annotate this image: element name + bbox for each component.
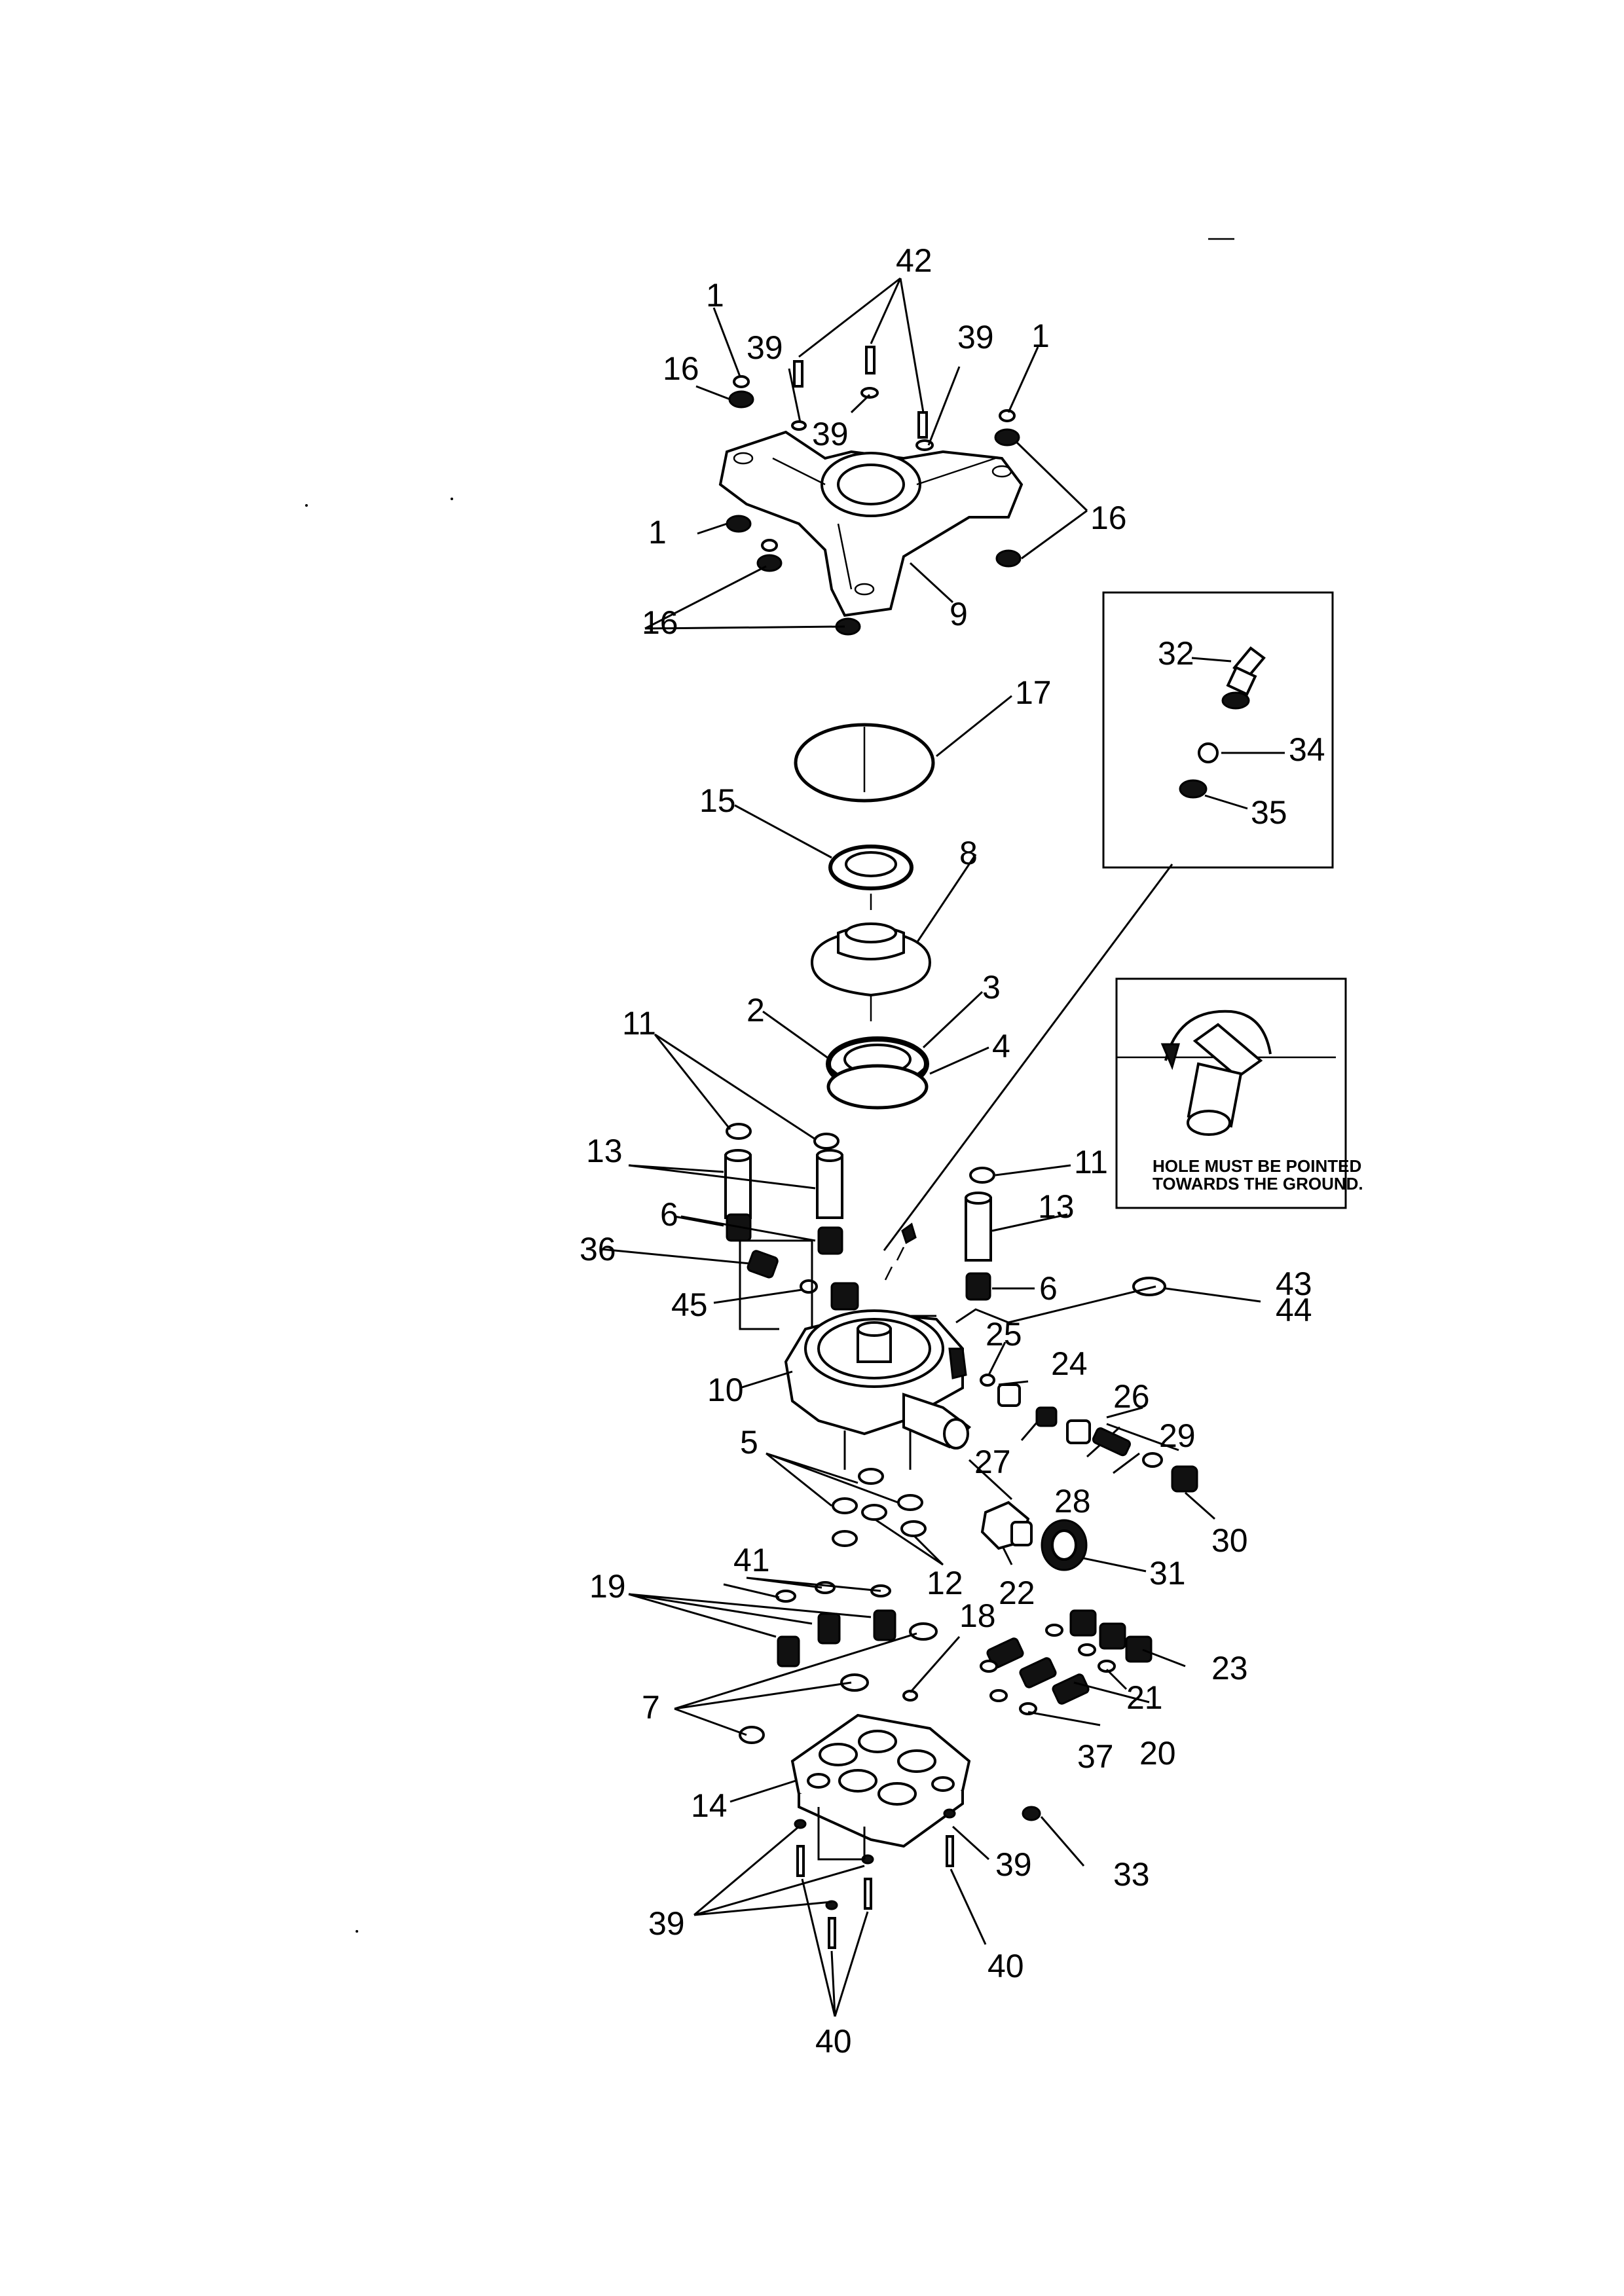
callout-28: 28 (1054, 1483, 1091, 1520)
callout-14: 14 (691, 1787, 728, 1824)
manifold-head (790, 1713, 1041, 1848)
flange-bore-inner (837, 464, 905, 505)
callout-3: 3 (982, 969, 1001, 1006)
leader-lines-top (644, 277, 1088, 630)
callout-11a: 11 (622, 1005, 656, 1042)
callout-7: 7 (642, 1689, 660, 1726)
callout-labels: 42 39 39 39 1 1 16 16 1 16 9 17 15 8 32 … (580, 242, 1325, 2060)
callout-23: 23 (1211, 1650, 1248, 1686)
callout-22: 22 (999, 1575, 1035, 1611)
callout-1c: 1 (648, 514, 667, 551)
right-valves (980, 1609, 1153, 1715)
callout-15: 15 (699, 782, 736, 819)
callout-2: 2 (747, 992, 765, 1029)
callout-16c: 16 (642, 604, 678, 641)
callout-34: 34 (1289, 731, 1325, 768)
callout-42: 42 (896, 242, 932, 279)
callout-27: 27 (974, 1444, 1011, 1480)
callout-6a: 6 (660, 1196, 678, 1233)
rotation-arrow (1164, 1010, 1272, 1061)
callout-17: 17 (1015, 674, 1052, 711)
valve-parts (980, 1374, 1198, 1571)
callout-45: 45 (671, 1286, 708, 1323)
callout-13b: 13 (1038, 1188, 1075, 1225)
leader-lines-bottom (628, 1576, 1186, 2017)
callout-41: 41 (733, 1542, 770, 1578)
callout-39d: 39 (995, 1846, 1032, 1883)
o-ring (794, 723, 935, 803)
o-rings-row (832, 1468, 927, 1547)
callout-30: 30 (1211, 1522, 1248, 1559)
lower-valves (739, 1581, 938, 1744)
callout-16b: 16 (1090, 500, 1127, 536)
callout-5: 5 (740, 1424, 758, 1461)
callout-36: 36 (580, 1231, 616, 1267)
callout-18: 18 (959, 1597, 996, 1634)
callout-33: 33 (1113, 1856, 1150, 1893)
pump-housing (784, 1309, 972, 1449)
leader-lines-mid (734, 695, 1012, 1075)
callout-6b: 6 (1039, 1270, 1058, 1307)
head-bolts (794, 1808, 956, 1949)
callout-1b: 1 (1031, 318, 1050, 354)
note-line-2: TOWARDS THE GROUND. (1153, 1174, 1363, 1194)
callout-19: 19 (589, 1568, 626, 1605)
callout-11b: 11 (1074, 1144, 1108, 1180)
callout-20: 20 (1139, 1735, 1176, 1772)
center-stack (794, 723, 935, 1110)
callout-37: 37 (1077, 1738, 1114, 1775)
callout-26: 26 (1113, 1378, 1150, 1415)
piston-right (965, 1197, 992, 1262)
callout-32: 32 (1158, 635, 1194, 672)
note-line-1: HOLE MUST BE POINTED (1153, 1156, 1361, 1176)
callout-10: 10 (707, 1372, 744, 1408)
callout-29: 29 (1159, 1417, 1196, 1454)
callout-16a: 16 (663, 350, 699, 387)
callout-12: 12 (927, 1565, 963, 1601)
callout-1a: 1 (706, 277, 724, 314)
callout-39e: 39 (648, 1905, 685, 1942)
fitting-hex (1192, 1023, 1263, 1079)
callout-43: 43 (1276, 1266, 1312, 1302)
piston-mid (816, 1154, 843, 1219)
callout-35: 35 (1251, 794, 1287, 831)
flange-assembly (718, 346, 1024, 636)
callout-21: 21 (1126, 1679, 1163, 1716)
callout-40b: 40 (815, 2023, 852, 2060)
piston-left (724, 1154, 752, 1219)
callout-39b: 39 (812, 416, 849, 452)
leader-lines-pistons (600, 1033, 1261, 1330)
callout-4: 4 (992, 1028, 1010, 1065)
check-ball (1198, 742, 1219, 763)
callout-25: 25 (986, 1316, 1022, 1353)
callout-31: 31 (1149, 1555, 1186, 1592)
callout-24: 24 (1051, 1345, 1088, 1382)
callout-44: 44 (1276, 1292, 1312, 1328)
callout-39c: 39 (957, 319, 994, 355)
inset-injector-box (883, 591, 1334, 1251)
callout-9: 9 (950, 596, 968, 632)
callout-13a: 13 (586, 1133, 623, 1169)
callout-8: 8 (959, 835, 978, 871)
callout-40a: 40 (987, 1948, 1024, 1984)
inset-note-box: HOLE MUST BE POINTED TOWARDS THE GROUND. (1115, 977, 1363, 1209)
callout-39a: 39 (747, 329, 783, 366)
